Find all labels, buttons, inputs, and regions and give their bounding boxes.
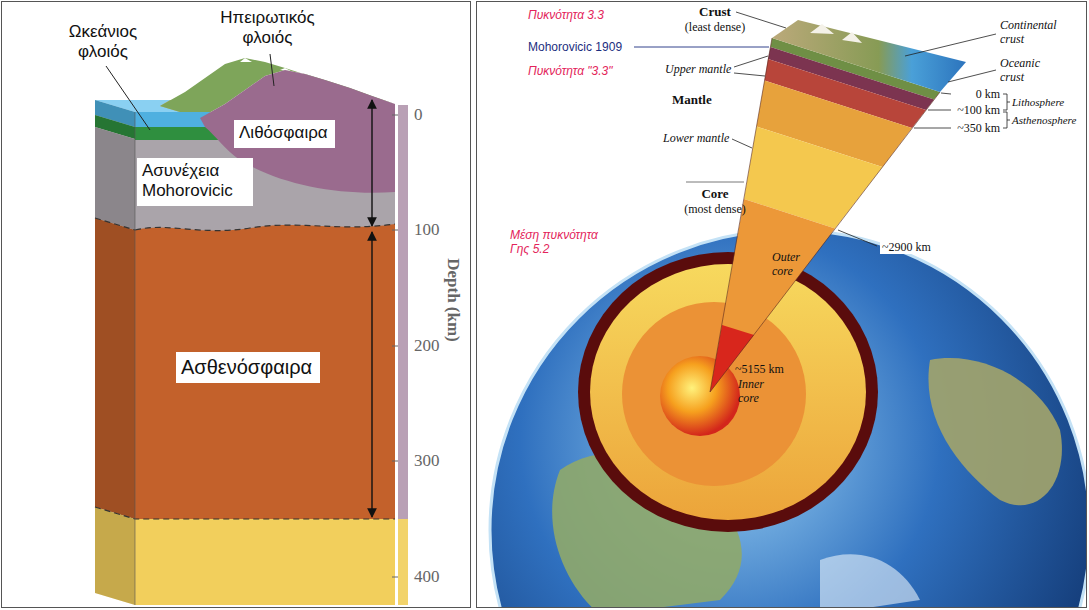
layer-label: Inner core <box>738 377 778 405</box>
asthenosphere-front <box>135 218 395 519</box>
density-note: Μέση πυκνότητα Γης 5.2 <box>510 228 610 256</box>
leader-line <box>734 73 765 76</box>
depth-tick-label: 0 <box>414 105 423 125</box>
depth-tick-label: 400 <box>414 567 440 587</box>
leader-line <box>948 70 996 82</box>
layer-name-box: Ασθενόσφαιρα <box>176 352 320 383</box>
cloud <box>820 554 920 607</box>
layer-name-box: Λιθόσφαιρα <box>234 120 335 148</box>
depth-label: ~5155 km <box>735 362 784 376</box>
bracket <box>1003 112 1010 128</box>
block-edge <box>135 112 136 605</box>
leader-line <box>270 54 274 86</box>
deep-mantle-front <box>135 519 395 605</box>
depth-tick-label: 300 <box>414 451 440 471</box>
crust-slab-top <box>772 20 966 92</box>
wedge-outer-core <box>722 199 835 335</box>
leader-line <box>838 230 877 246</box>
depth-bar <box>398 105 408 519</box>
depth-tick-label: 100 <box>414 220 440 240</box>
layer-label: Upper mantle <box>665 62 731 76</box>
leader-line <box>106 66 150 130</box>
layer-heading: Mantle <box>672 92 712 108</box>
layer-name-box: Ασυνέχεια Mohorovicic <box>137 158 253 206</box>
depth-label: ~350 km <box>946 121 1000 136</box>
boundary-dashed <box>95 218 135 230</box>
slab-mountains <box>810 24 862 43</box>
discontinuity-label: Mohorovicic 1909 <box>528 40 622 54</box>
leader-line <box>634 47 769 48</box>
density-note: Πυκνότητα "3.3" <box>528 64 613 78</box>
layer-label: Outer core <box>772 250 812 278</box>
layer-label: Asthenosphere <box>1012 113 1076 127</box>
layer-label: Lower mantle <box>663 131 729 145</box>
layer-name: Ασθενόσφαιρα <box>181 355 312 379</box>
separator-line <box>686 182 744 183</box>
continent <box>928 358 1061 505</box>
panel-frame <box>2 2 471 608</box>
boundary-dashed <box>135 224 395 231</box>
side-shade <box>95 100 135 605</box>
depth-label: ~2900 km <box>880 240 933 254</box>
layer-note: (most dense) <box>675 202 755 216</box>
axis-title: Depth (km) <box>443 245 463 355</box>
snow-cap <box>240 58 291 71</box>
depth-ticks <box>392 115 398 577</box>
depth-leader <box>914 93 951 128</box>
layer-label: Lithosphere <box>1012 95 1064 109</box>
layer-label: Continental crust <box>1000 18 1070 46</box>
layer-heading: Crust <box>680 4 750 20</box>
boundary-dashed <box>95 507 395 519</box>
leader-line <box>905 34 996 56</box>
depth-tick-label: 200 <box>414 336 440 356</box>
depth-label: 0 km <box>946 87 1000 102</box>
layer-label: Ηπειρωτικός φλοιός <box>205 8 330 48</box>
layer-label: Oceanic crust <box>1000 56 1055 84</box>
outer-core-sphere <box>622 302 806 486</box>
density-note: Πυκνότητα 3.3 <box>528 8 604 22</box>
bracket <box>1003 94 1010 110</box>
layer-heading: Core <box>680 186 750 202</box>
layer-label: Ωκεάνιος φλοιός <box>55 22 151 62</box>
layer-name: Ασυνέχεια Mohorovicic <box>142 161 246 202</box>
range-arrow <box>371 232 372 517</box>
depth-bar <box>398 519 408 605</box>
layer-note: (least dense) <box>675 20 755 34</box>
depth-label: ~100 km <box>946 103 1000 118</box>
layer-name: Λιθόσφαιρα <box>239 123 328 143</box>
leader-line <box>732 139 752 148</box>
range-arrow <box>371 100 372 226</box>
leader-line <box>734 56 768 67</box>
